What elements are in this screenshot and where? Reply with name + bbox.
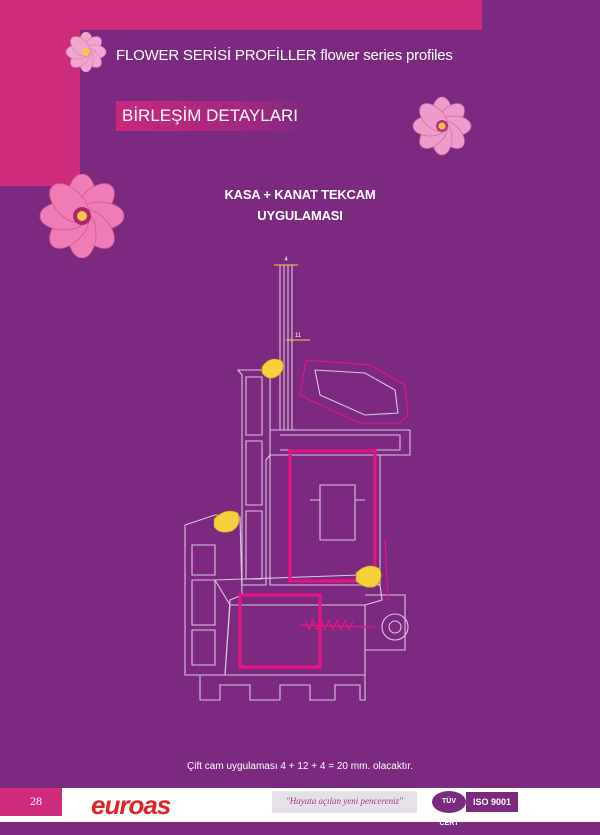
diagram-title-line1: KASA + KANAT TEKCAM	[224, 187, 376, 202]
frame-reinforcement	[238, 593, 322, 669]
gasket-left	[213, 510, 240, 533]
sash-outer-wall	[236, 369, 271, 586]
profile-cross-section: 4 11	[184, 257, 411, 701]
frame-chamber	[224, 604, 366, 676]
frame-side	[365, 594, 406, 651]
slogan-box: "Hayata açılan yeni pencereniz"	[272, 791, 417, 813]
left-color-block	[0, 0, 80, 186]
section-banner	[116, 101, 306, 131]
page-number: 28	[30, 794, 42, 808]
gasket-right	[355, 565, 382, 588]
top-color-band	[0, 0, 482, 30]
frame-feet	[199, 675, 366, 701]
flower-icon	[39, 174, 125, 258]
screw	[384, 539, 389, 601]
footer: 28 euroas "Hayata açılan yeni pencereniz…	[0, 788, 600, 827]
tuv-cert-logo: TÜV CERT	[432, 791, 466, 827]
slogan: "Hayata açılan yeni pencereniz"	[286, 796, 403, 806]
diagram-title: KASA + KANAT TEKCAM UYGULAMASI	[200, 184, 400, 226]
sash-chamber	[269, 454, 381, 586]
sash-reinforcement	[288, 449, 377, 583]
drain-hole	[381, 613, 409, 641]
gasket-top	[261, 358, 284, 379]
section-title: BİRLEŞİM DETAYLARI	[122, 106, 299, 125]
dimension-label: 4	[284, 257, 288, 263]
page-number-box: 28	[0, 788, 62, 816]
dimension-label: 11	[295, 333, 302, 339]
page-title: FLOWER SERİSİ PROFİLLER flower series pr…	[116, 47, 453, 64]
brand-logo: euroas	[91, 790, 171, 820]
footnote: Çift cam uygulaması 4 + 12 + 4 = 20 mm. …	[187, 761, 413, 772]
flower-icon	[412, 96, 472, 156]
iso-badge: ISO 9001	[466, 792, 518, 812]
flower-icon	[65, 32, 107, 72]
diagram-title-line2: UYGULAMASI	[257, 208, 343, 223]
glazing-bead	[299, 359, 409, 424]
screw	[299, 624, 376, 628]
frame-outer-wall	[184, 514, 243, 676]
